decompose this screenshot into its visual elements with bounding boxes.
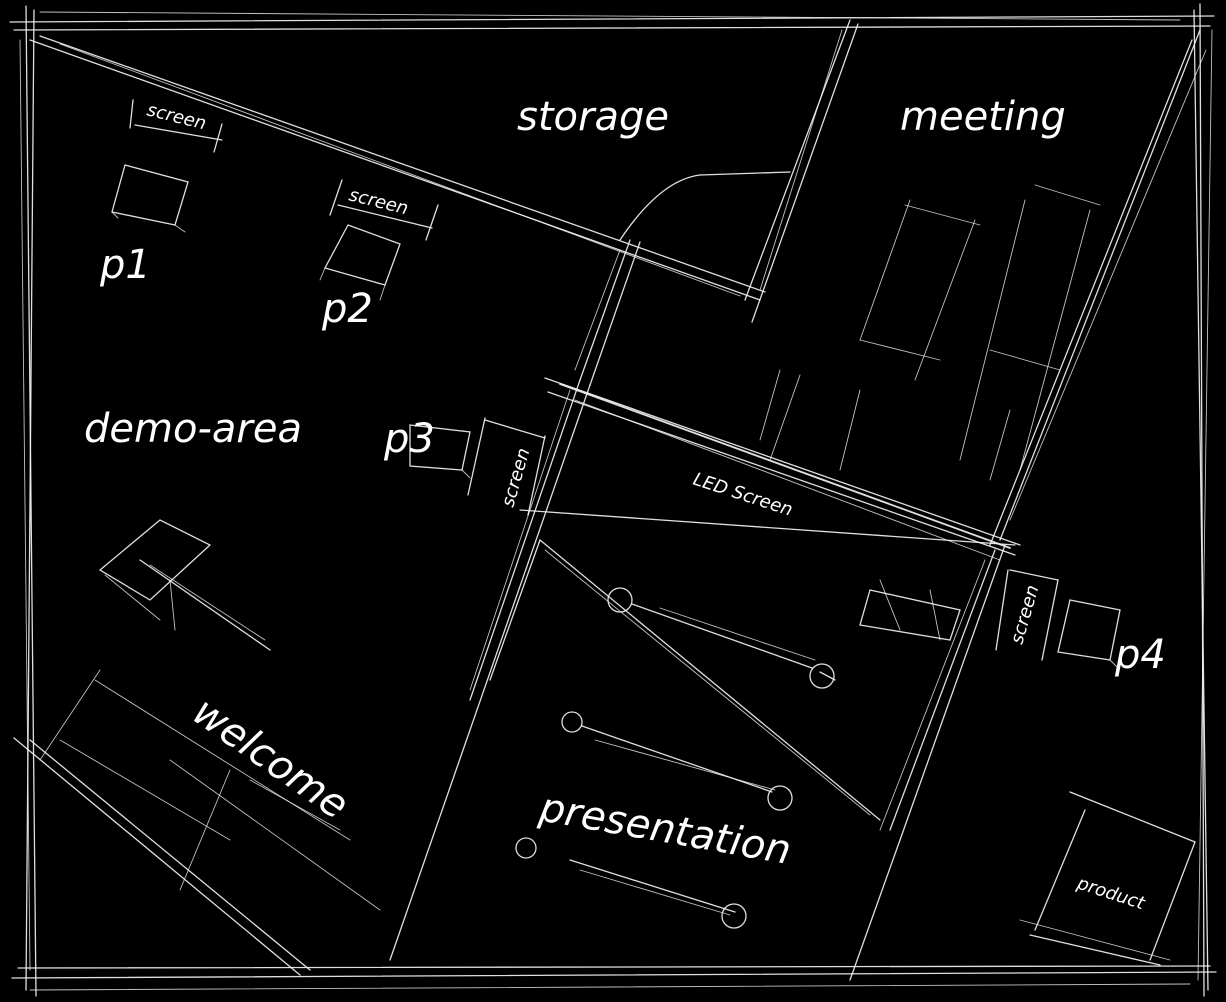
corridor [389, 171, 791, 961]
station-p1 [111, 99, 223, 233]
product-label: product [1074, 872, 1149, 914]
p3-label: p3 [383, 416, 435, 462]
outer-border [9, 3, 1217, 997]
storage-wall [29, 35, 766, 301]
p4-screen-label: screen [1007, 583, 1044, 647]
p4-label: p4 [1114, 632, 1166, 678]
p2-screen-label: screen [347, 184, 411, 219]
storage-label: storage [517, 94, 669, 140]
welcome-desk [13, 669, 381, 976]
meeting-tables [759, 184, 1101, 481]
storage-meeting-wall [744, 19, 859, 323]
station-p2 [319, 179, 439, 301]
demo-display [98, 519, 271, 651]
p1-label: p1 [99, 242, 151, 288]
welcome-label: welcome [184, 689, 357, 829]
p3-screen-label: screen [498, 446, 535, 510]
right-wall [989, 29, 1207, 546]
led-screen-band [519, 377, 1021, 561]
presentation-room [539, 539, 1006, 981]
demo-area-label: demo-area [84, 406, 302, 452]
presentation-label: presentation [535, 784, 794, 874]
presentation-seating [515, 587, 835, 929]
meeting-label: meeting [900, 94, 1066, 140]
product-box [1019, 791, 1196, 966]
p2-label: p2 [321, 286, 373, 332]
station-p4 [859, 569, 1121, 669]
station-p3 [409, 417, 546, 516]
p1-screen-label: screen [145, 99, 209, 134]
